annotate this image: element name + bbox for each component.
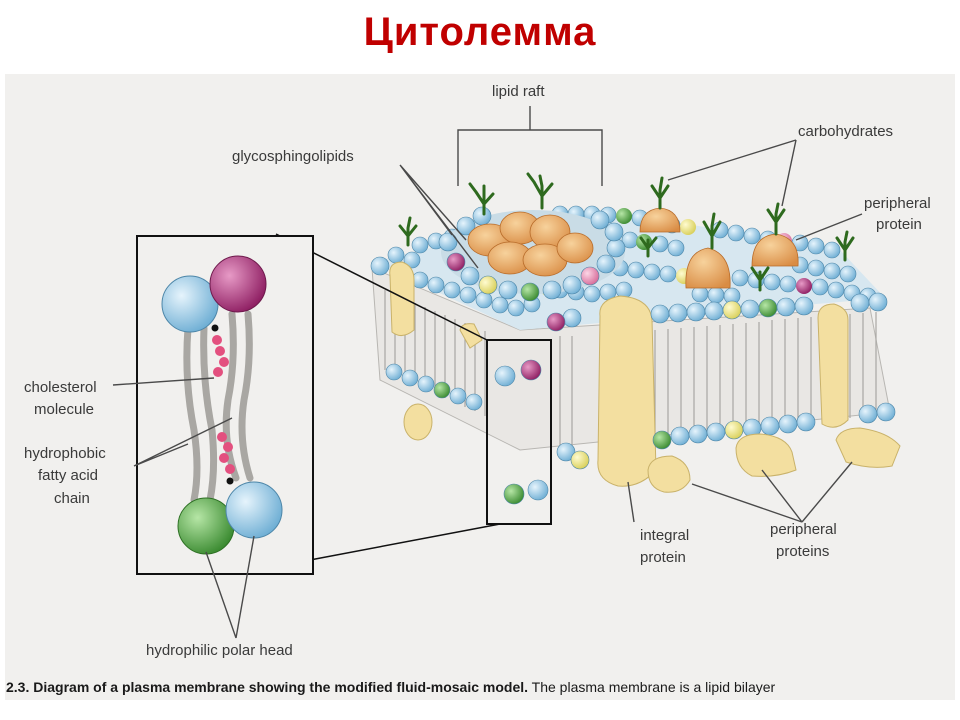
diagram-labels: lipid raft glycosphingolipids carbohydra… bbox=[24, 83, 931, 659]
raft-proteins bbox=[467, 211, 594, 277]
polar-head-blue-bottom bbox=[225, 481, 283, 539]
label-peripheral-proteins-1: peripheral bbox=[770, 521, 837, 538]
label-carbohydrates: carbohydrates bbox=[798, 123, 893, 140]
label-integral-1: integral bbox=[640, 527, 689, 544]
figure-caption: 2.3. Diagram of a plasma membrane showin… bbox=[6, 679, 954, 701]
label-peripheral-protein-1: peripheral bbox=[864, 195, 931, 212]
polar-head-magenta-top bbox=[209, 255, 267, 313]
label-lipid-raft: lipid raft bbox=[492, 83, 545, 100]
label-hydrophilic: hydrophilic polar head bbox=[146, 642, 293, 659]
caption-number: 2.3. bbox=[6, 679, 30, 695]
carbohydrate-chains bbox=[398, 172, 855, 292]
zoom-region-box bbox=[486, 339, 552, 525]
polar-head-green-bottom bbox=[177, 497, 235, 555]
label-hydrophobic-1: hydrophobic bbox=[24, 445, 106, 462]
label-glycosphingolipids: glycosphingolipids bbox=[232, 148, 354, 165]
zoom-connector-bottom bbox=[309, 523, 501, 561]
caption-bold-text: Diagram of a plasma membrane showing the… bbox=[33, 679, 529, 695]
cytoplasmic-peripheral-proteins bbox=[403, 403, 901, 493]
slide-title: Цитолемма bbox=[363, 10, 597, 54]
label-cholesterol-1: cholesterol bbox=[24, 379, 97, 396]
label-hydrophobic-2: fatty acid bbox=[38, 467, 98, 484]
label-peripheral-protein-2: protein bbox=[876, 216, 922, 233]
phospholipid-inset bbox=[136, 235, 314, 575]
label-hydrophobic-3: chain bbox=[54, 490, 90, 507]
integral-proteins bbox=[389, 261, 849, 487]
caption-normal-text: The plasma membrane is a lipid bilayer bbox=[531, 679, 776, 695]
inset-tails bbox=[183, 310, 254, 504]
leader-lines bbox=[112, 106, 863, 639]
cholesterol-molecule bbox=[212, 335, 235, 474]
label-integral-2: protein bbox=[640, 549, 686, 566]
outer-leaflet-heads bbox=[387, 205, 877, 317]
lipid-raft bbox=[438, 206, 626, 302]
surface-peripheral-proteins bbox=[639, 207, 799, 289]
label-peripheral-proteins-2: proteins bbox=[776, 543, 829, 560]
label-cholesterol-2: molecule bbox=[34, 401, 94, 418]
fatty-acid-tails bbox=[384, 290, 877, 446]
inner-leaflet-heads bbox=[370, 256, 896, 470]
